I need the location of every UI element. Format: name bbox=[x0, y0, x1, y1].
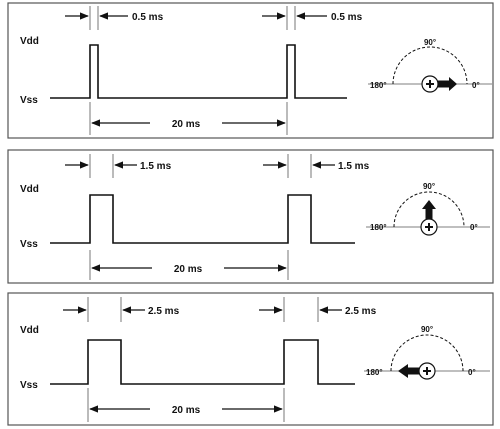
servo-dial: 90° 180° 0° bbox=[366, 182, 490, 236]
dial-arc bbox=[392, 46, 468, 85]
pulse-width-label-2: 2.5 ms bbox=[345, 306, 377, 317]
pulse-width-label: 2.5 ms bbox=[148, 306, 180, 317]
vss-label: Vss bbox=[20, 380, 38, 391]
vdd-label: Vdd bbox=[20, 184, 39, 195]
pwm-waveform bbox=[50, 194, 355, 244]
vdd-label: Vdd bbox=[20, 36, 39, 47]
pwm-waveform bbox=[50, 44, 347, 99]
servo-dial: 90° 180° 0° bbox=[364, 325, 490, 380]
hub-cross-icon bbox=[423, 367, 431, 375]
angle-0-label: 0° bbox=[472, 81, 480, 90]
vdd-label: Vdd bbox=[20, 325, 39, 336]
dial-arc bbox=[393, 191, 465, 228]
pulse-width-label: 1.5 ms bbox=[140, 161, 172, 172]
pulse-width-label-2: 0.5 ms bbox=[331, 12, 363, 23]
servo-dial: 90° 180° 0° bbox=[368, 38, 492, 93]
vss-label: Vss bbox=[20, 239, 38, 250]
panel-frame bbox=[7, 292, 494, 426]
dimension-lines bbox=[89, 154, 312, 280]
arrow-up-icon bbox=[422, 200, 436, 219]
pulse-width-label: 0.5 ms bbox=[132, 12, 164, 23]
angle-90-label: 90° bbox=[424, 38, 436, 47]
angle-0-label: 0° bbox=[468, 368, 476, 377]
panel-3: 2.5 ms 2.5 ms Vdd Vss 20 ms 90° 180° 0° bbox=[7, 292, 494, 426]
pulse-width-label-2: 1.5 ms bbox=[338, 161, 370, 172]
angle-180-label: 180° bbox=[366, 368, 383, 377]
panel-1: 0.5 ms 0.5 ms Vdd Vss 20 ms 90° 180° 0° bbox=[7, 2, 494, 139]
angle-90-label: 90° bbox=[423, 182, 435, 191]
angle-180-label: 180° bbox=[370, 81, 387, 90]
panel-2: 1.5 ms 1.5 ms Vdd Vss 20 ms 90° 180° 0° bbox=[7, 149, 494, 284]
vss-label: Vss bbox=[20, 95, 38, 106]
panel-frame bbox=[7, 149, 494, 284]
pwm-waveform bbox=[50, 339, 355, 385]
period-label: 20 ms bbox=[172, 405, 201, 416]
arrow-right-icon bbox=[438, 77, 457, 91]
angle-90-label: 90° bbox=[421, 325, 433, 334]
dimension-lines bbox=[89, 6, 296, 135]
angle-180-label: 180° bbox=[370, 223, 387, 232]
panel-frame bbox=[7, 2, 494, 139]
hub-cross-icon bbox=[425, 223, 433, 231]
dial-arc bbox=[390, 334, 464, 372]
period-label: 20 ms bbox=[172, 119, 201, 130]
hub-cross-icon bbox=[426, 80, 434, 88]
arrow-left-icon bbox=[398, 364, 419, 378]
period-label: 20 ms bbox=[174, 264, 203, 275]
angle-0-label: 0° bbox=[470, 223, 478, 232]
dimension-lines bbox=[87, 297, 319, 422]
